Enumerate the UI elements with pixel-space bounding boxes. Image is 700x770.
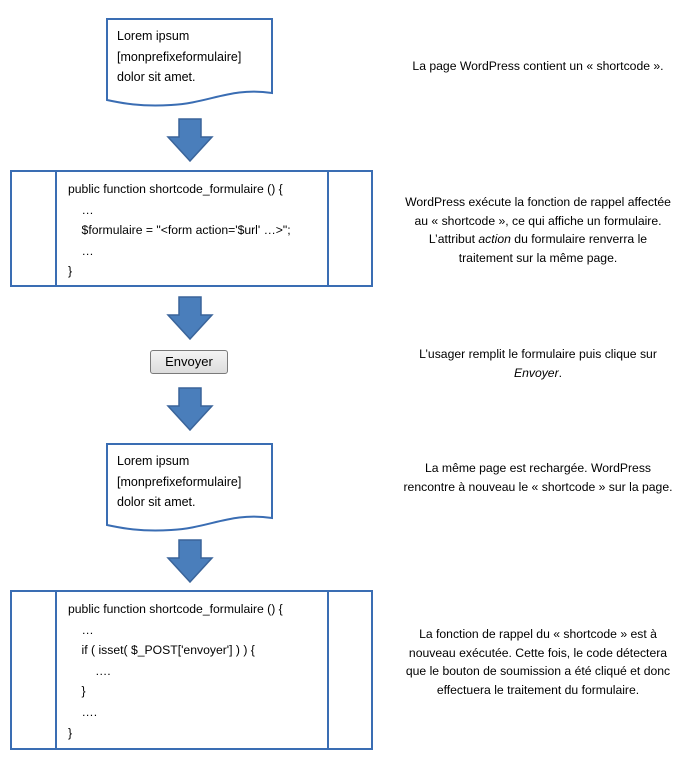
- note-text-part: L’usager remplit le formulaire puis cliq…: [419, 347, 657, 361]
- down-arrow-icon: [166, 118, 214, 162]
- code-line: }: [68, 725, 73, 740]
- note-text: La page WordPress contient un « shortcod…: [412, 59, 664, 73]
- down-arrow-icon: [166, 296, 214, 340]
- down-arrow-icon: [166, 387, 214, 431]
- code-line: ….: [68, 704, 98, 719]
- note-text-part: du formulaire renverra le traitement sur…: [458, 232, 648, 265]
- document-line: Lorem ipsum: [117, 454, 190, 468]
- code-line: }: [68, 264, 73, 279]
- document-text: Lorem ipsum [monprefixeformulaire] dolor…: [117, 26, 241, 88]
- step-note-4: La même page est rechargée. WordPress re…: [398, 459, 678, 496]
- reloaded-page-document: Lorem ipsum [monprefixeformulaire] dolor…: [105, 442, 274, 532]
- code-line: if ( isset( $_POST['envoyer'] ) ) {: [68, 643, 255, 658]
- note-emphasis: Envoyer: [513, 365, 559, 380]
- document-line: Lorem ipsum: [117, 29, 190, 43]
- wordpress-page-document: Lorem ipsum [monprefixeformulaire] dolor…: [105, 17, 274, 107]
- code-line: }: [68, 684, 86, 699]
- code-block-right-bar: [327, 592, 329, 748]
- code-block-left-bar: [55, 592, 57, 748]
- note-text-part: .: [558, 365, 563, 380]
- step-note-5: La fonction de rappel du « shortcode » e…: [398, 625, 678, 699]
- down-arrow-icon: [166, 539, 214, 583]
- note-text: La fonction de rappel du « shortcode » e…: [405, 627, 671, 697]
- document-line: dolor sit amet.: [117, 70, 196, 84]
- document-shape: [106, 18, 273, 107]
- code-line: public function shortcode_formulaire () …: [68, 182, 283, 196]
- document-shape: [106, 443, 273, 532]
- document-line: [monprefixeformulaire]: [117, 49, 242, 64]
- code-block-left-bar: [55, 172, 57, 285]
- step-note-3: L’usager remplit le formulaire puis cliq…: [398, 345, 678, 382]
- code-lines: public function shortcode_formulaire () …: [68, 599, 283, 743]
- document-text: Lorem ipsum [monprefixeformulaire] dolor…: [117, 451, 241, 513]
- step-note-1: La page WordPress contient un « shortcod…: [392, 57, 684, 76]
- code-line: …: [68, 622, 94, 637]
- note-text-part: WordPress exécute la fonction de rappel …: [405, 195, 671, 247]
- submission-code-block: public function shortcode_formulaire () …: [10, 590, 373, 750]
- code-line: ….: [68, 663, 111, 678]
- code-line: $formulaire = "<form action='$url' …>";: [68, 223, 291, 238]
- document-line: [monprefixeformulaire]: [117, 474, 242, 489]
- callback-code-block: public function shortcode_formulaire () …: [10, 170, 373, 287]
- note-text: La même page est rechargée. WordPress re…: [403, 461, 673, 494]
- code-line: …: [68, 202, 94, 217]
- note-emphasis: action: [478, 232, 511, 247]
- code-line: public function shortcode_formulaire () …: [68, 602, 283, 616]
- document-line: dolor sit amet.: [117, 495, 196, 509]
- code-lines: public function shortcode_formulaire () …: [68, 179, 291, 282]
- envoyer-button[interactable]: Envoyer: [150, 350, 228, 374]
- code-line: …: [68, 243, 94, 258]
- code-block-right-bar: [327, 172, 329, 285]
- step-note-2: WordPress exécute la fonction de rappel …: [404, 193, 672, 267]
